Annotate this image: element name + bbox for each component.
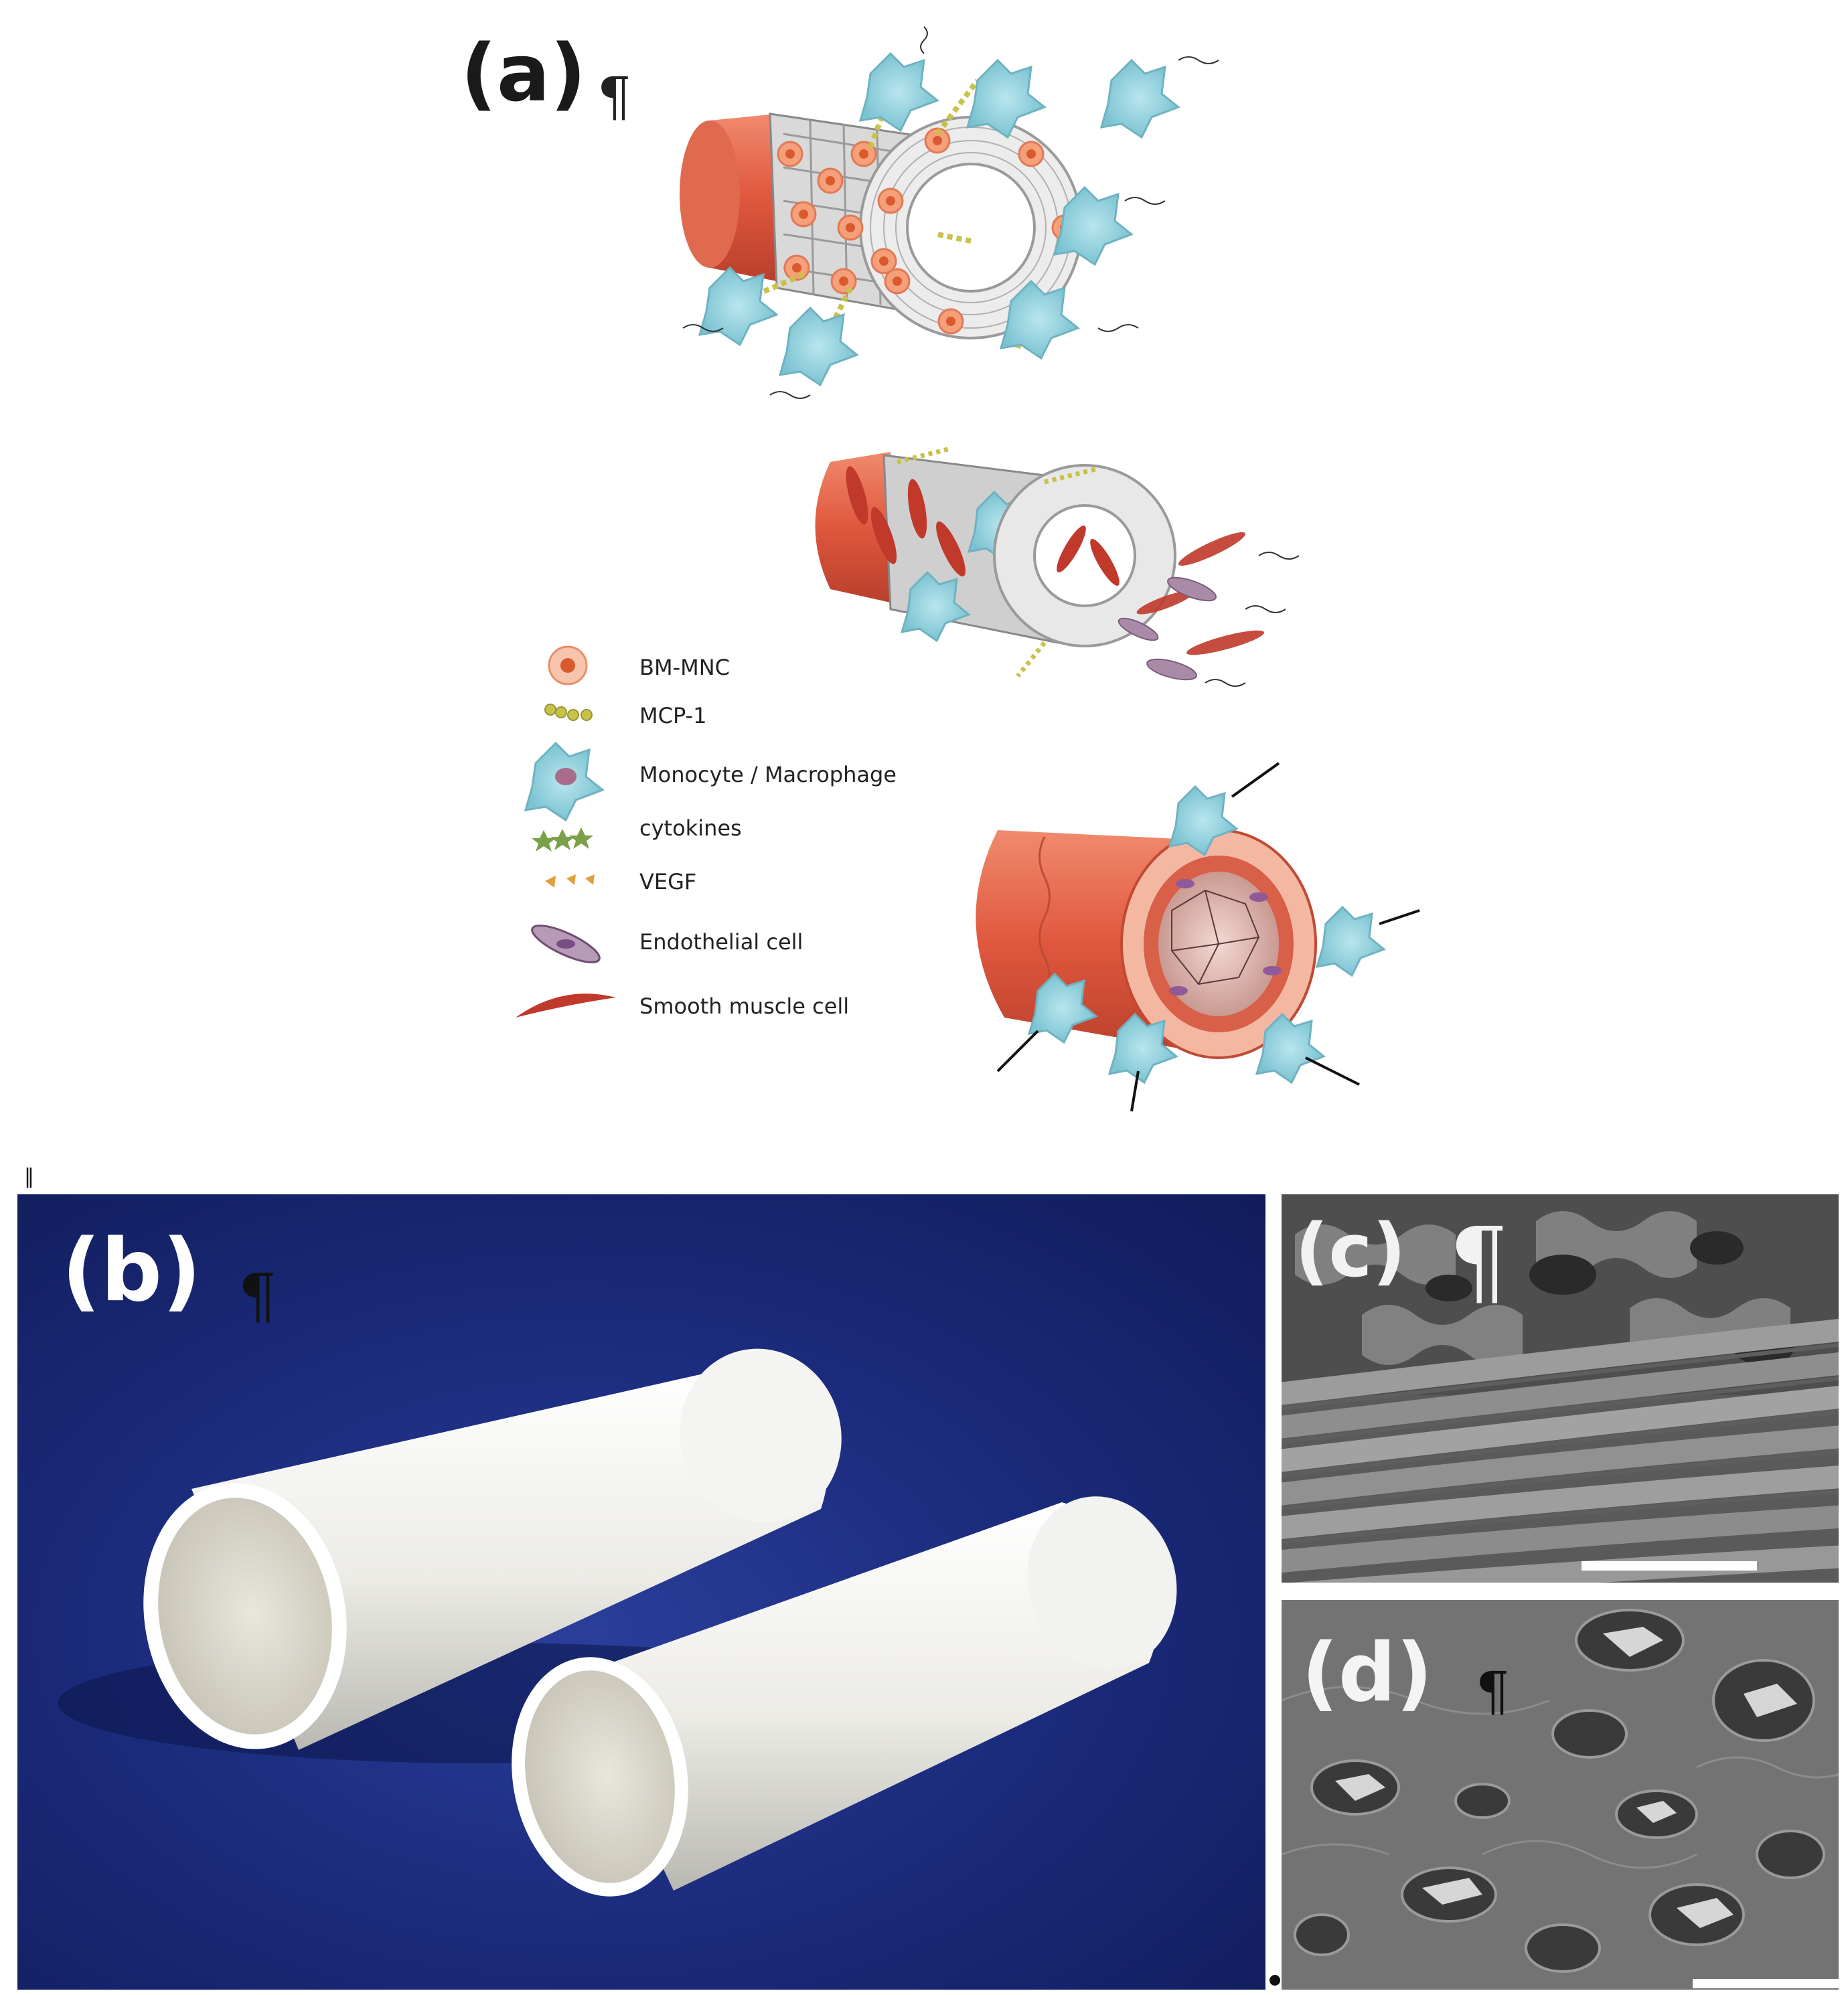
panel-b-photo: (b) ¶ [17, 1194, 1265, 1990]
panel-c-label: (c) [1295, 1208, 1406, 1293]
scale-bar-d [1693, 1979, 1839, 1988]
panel-d-label: (d) [1302, 1627, 1433, 1720]
smooth-muscle-cell-icon [516, 993, 616, 1018]
panel-d-pilcrow: ¶ [1476, 1660, 1510, 1723]
mcp1-icon [544, 704, 593, 721]
legend-label-bm-mnc: BM-MNC [639, 655, 730, 680]
legend-label-cytokines: cytokines [639, 815, 742, 841]
panel-b-pilcrow: ¶ [238, 1261, 277, 1332]
sem-fibers-image [1282, 1194, 1839, 1583]
scaffold-seeded-illustration [680, 26, 1219, 399]
separator-mark: ‖ [24, 1165, 34, 1188]
legend-label-mcp1: MCP-1 [639, 703, 707, 728]
cytokines-icon [532, 827, 593, 852]
scale-bar-c [1582, 1561, 1757, 1571]
panel-a-pilcrow: ¶ [597, 66, 631, 128]
panel-c-sem-image: (c) ¶ [1282, 1194, 1839, 1583]
legend-label-smooth-muscle: Smooth muscle cell [639, 993, 850, 1019]
panel-c-pilcrow: ¶ [1449, 1208, 1509, 1317]
legend-label-endothelial: Endothelial cell [639, 929, 803, 955]
scaffold-tubes-image [58, 1348, 1177, 1897]
scaffold-remodeling-illustration [815, 446, 1300, 687]
legend-label-vegf: VEGF [639, 869, 697, 894]
panel-a-diagram [516, 26, 1420, 1112]
panel-a-label: (a) [461, 27, 587, 119]
bullet-mark [1269, 1975, 1280, 1986]
sem-porous-image [1282, 1600, 1839, 1990]
panel-b-label: (b) [62, 1221, 202, 1321]
legend-label-monocyte: Monocyte / Macrophage [639, 762, 897, 787]
regenerated-vessel-illustration [976, 762, 1420, 1112]
panel-d-sem-image: (d) ¶ [1282, 1600, 1839, 1990]
vegf-icon [545, 874, 595, 888]
legend-icons [516, 645, 616, 1018]
